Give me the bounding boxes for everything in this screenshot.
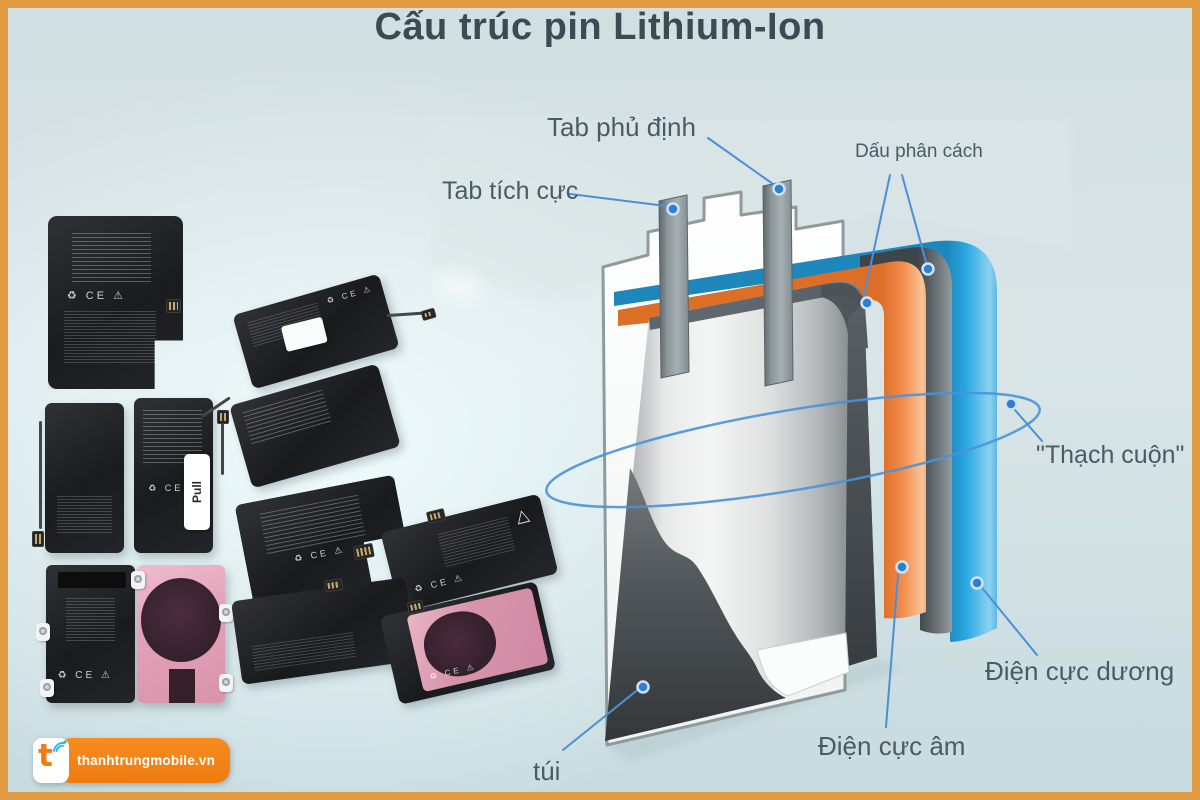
leader-dot-positive-electrode xyxy=(970,576,984,590)
battery-print xyxy=(65,598,116,643)
leader-line-positive-electrode xyxy=(982,588,1038,656)
leader-line-tab-positive xyxy=(569,193,667,207)
leader-line-separator-2 xyxy=(901,174,927,263)
leader-dot-separator-1 xyxy=(860,296,874,310)
battery-mark-icons: ♻ CE ⚠ xyxy=(148,483,200,494)
battery-print xyxy=(242,389,332,446)
battery-photo xyxy=(32,403,124,553)
battery-photo: ♻ CE ⚠ Pull xyxy=(134,398,229,553)
label-positive-electrode: Điện cực dương xyxy=(985,656,1175,686)
leader-line-jelly-roll xyxy=(1014,409,1043,442)
battery-top-sticker xyxy=(58,571,127,589)
leader-dot-tab-positive xyxy=(666,202,680,216)
foil-wave xyxy=(605,468,786,741)
label-negative-tab: Tab phủ định xyxy=(547,112,696,142)
coil-strip xyxy=(168,669,195,703)
battery-print xyxy=(56,496,113,535)
leader-dot-separator-2 xyxy=(921,262,935,276)
battery-connector xyxy=(166,299,181,314)
label-separator: Dấu phân cách xyxy=(855,141,983,162)
positive-electrode-sheet xyxy=(614,240,997,643)
battery-wire xyxy=(221,416,224,475)
mounting-ear xyxy=(36,622,50,641)
pull-tab-label: Pull xyxy=(190,480,204,503)
separator-sheet-shape xyxy=(860,247,952,634)
label-jelly-roll: "Thạch cuộn" xyxy=(1036,441,1185,469)
battery-print xyxy=(437,516,517,569)
label-pouch: túi xyxy=(533,756,561,786)
label-positive-tab: Tab tích cực xyxy=(442,177,579,205)
mounting-ear xyxy=(40,679,54,698)
battery-mark-icons: ♻ CE ⚠ xyxy=(413,571,466,595)
leader-dot-negative-electrode xyxy=(895,560,909,574)
mounting-ear xyxy=(131,570,145,589)
electrode-panel-top-edge xyxy=(649,282,861,330)
charging-coil xyxy=(141,578,221,663)
logo-text: thanhtrungmobile.vn xyxy=(77,753,216,768)
battery-photo: ♻ CE ⚠ xyxy=(48,216,183,389)
battery-mark-icons: ♻ CE ⚠ xyxy=(325,283,375,306)
battery-connector xyxy=(420,307,437,321)
battery-mark-icons: ♻ CE ⚠ xyxy=(66,289,127,302)
leader-line-negative-electrode xyxy=(885,574,899,728)
mounting-ear xyxy=(219,603,233,622)
battery-connector xyxy=(352,542,375,561)
leader-line-separator-1 xyxy=(863,174,891,297)
negative-tab-shape xyxy=(762,179,794,387)
positive-tab-shape xyxy=(658,194,690,379)
leader-lines xyxy=(562,137,1043,751)
mounting-ear xyxy=(219,673,233,692)
signal-icon xyxy=(53,740,67,752)
pouch-bottom-notch xyxy=(756,632,850,697)
brand-letter: t xyxy=(38,738,53,774)
battery-connector xyxy=(217,410,229,425)
backdrop-slab xyxy=(430,118,1072,304)
leader-line-pouch xyxy=(562,687,641,751)
battery-print xyxy=(259,494,366,554)
warning-triangle-icon: △ xyxy=(513,504,532,527)
battery-photo: ♻ CE ⚠ xyxy=(36,565,135,703)
pull-tab-sticker: Pull xyxy=(184,453,210,530)
battery-connector xyxy=(32,531,44,547)
battery-print xyxy=(64,311,156,364)
leader-dot-jelly-roll xyxy=(1004,397,1018,411)
jelly-roll-ellipse xyxy=(545,391,1041,509)
leader-dot-pouch xyxy=(636,680,650,694)
negative-electrode-sheet xyxy=(618,261,926,619)
page-title: Cấu trúc pin Lithium-Ion xyxy=(374,6,826,48)
battery-wire xyxy=(39,421,42,529)
battery-wire xyxy=(386,311,423,317)
battery-photo-adhesive-back xyxy=(131,565,233,703)
battery-mark-icons: ♻ CE ⚠ xyxy=(57,669,113,681)
electrode-panel-right-edge xyxy=(845,303,877,667)
battery-print xyxy=(251,632,357,672)
label-negative-electrode: Điện cực âm xyxy=(818,731,966,761)
logo-pill: thanhtrungmobile.vn xyxy=(61,738,231,783)
battery-print xyxy=(72,233,151,282)
brand-logo: t thanhtrungmobile.vn xyxy=(33,738,231,783)
leader-line-tab-negative xyxy=(707,137,774,185)
logo-mark: t xyxy=(33,738,69,783)
leader-dot-tab-negative xyxy=(772,182,786,196)
leader-dots xyxy=(636,182,1018,694)
battery-connector xyxy=(324,578,344,593)
